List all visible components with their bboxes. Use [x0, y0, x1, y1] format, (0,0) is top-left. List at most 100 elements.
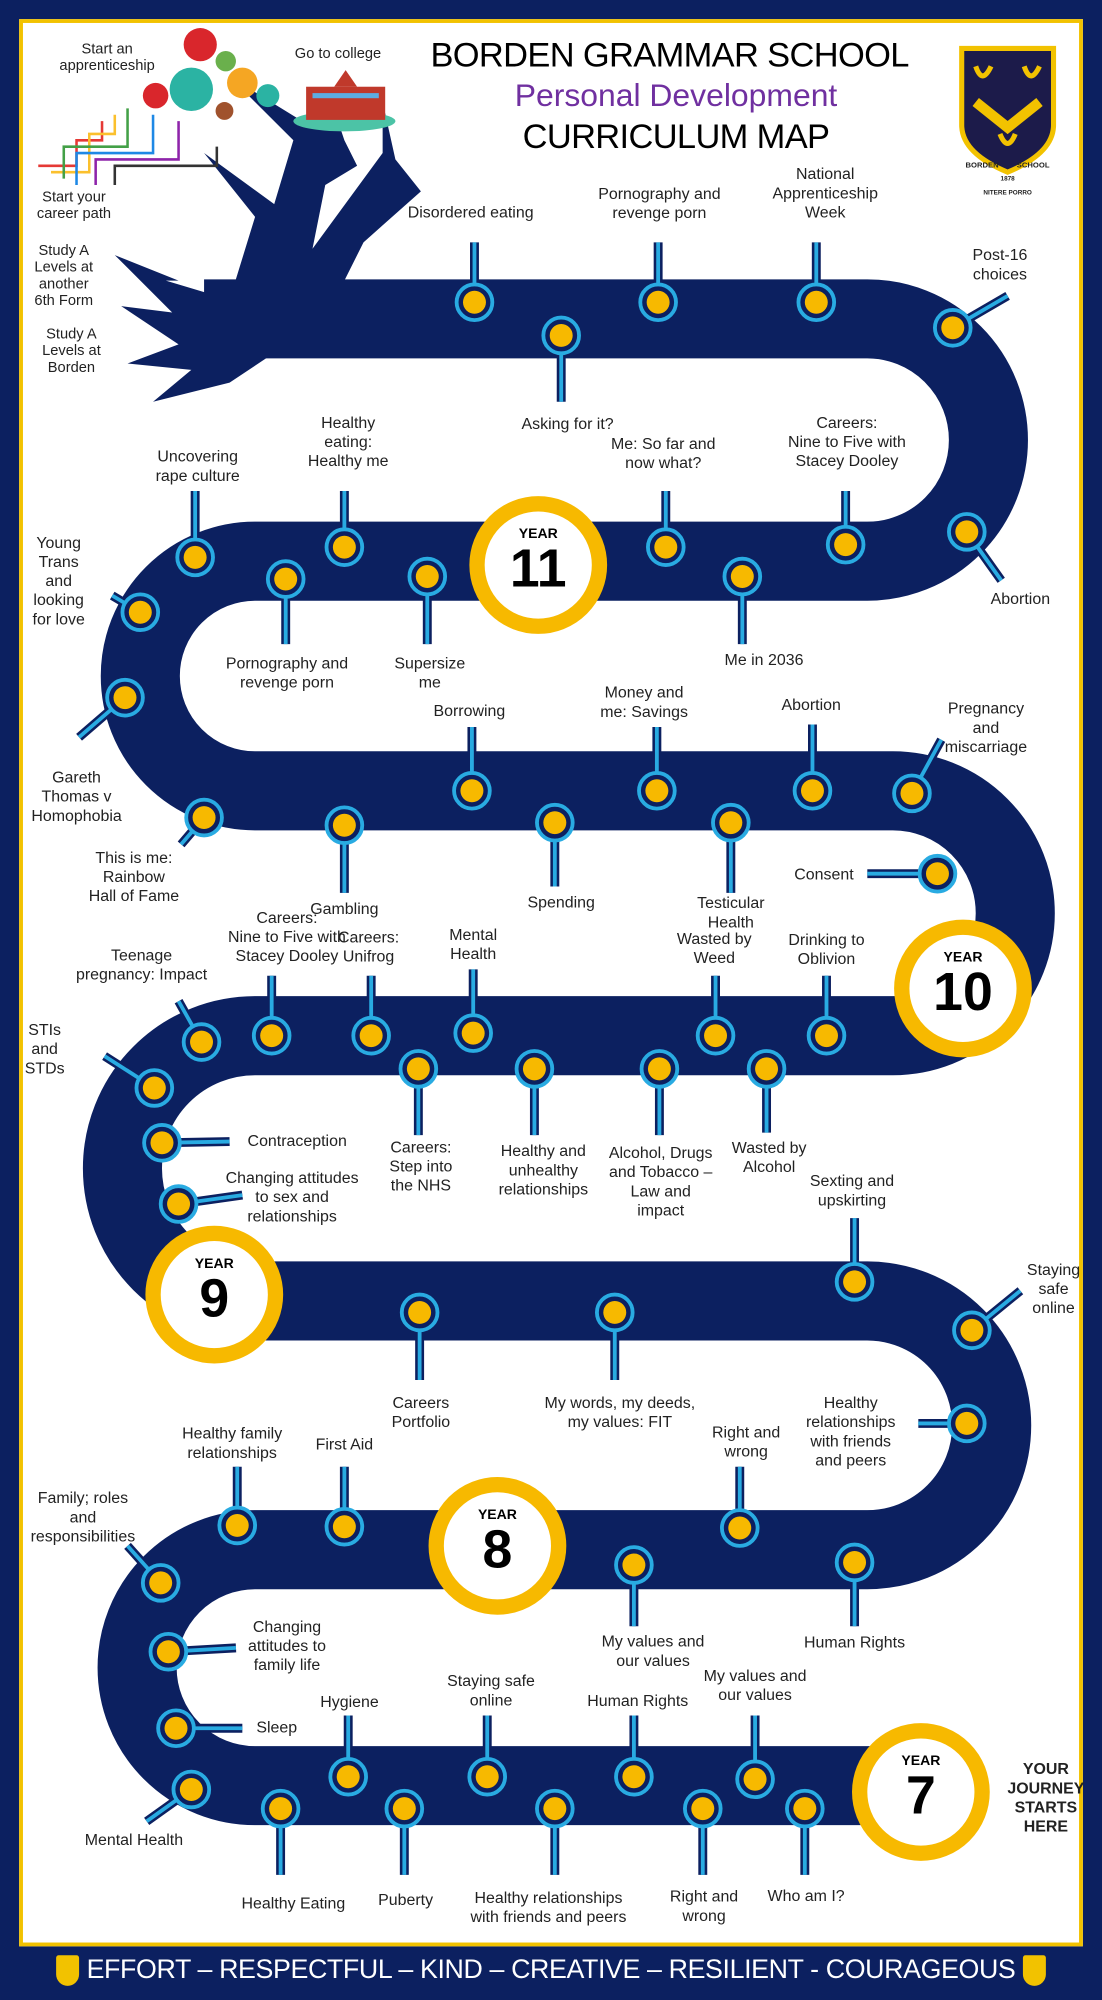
crest-scroll-left: BORDEN: [965, 162, 999, 171]
pin-dot: [793, 1797, 817, 1821]
topic-pin[interactable]: [328, 1715, 368, 1797]
pin-dot: [654, 535, 678, 559]
topic-pin[interactable]: [324, 805, 365, 893]
pin-dot: [647, 1057, 671, 1081]
topic-label: Abortion: [781, 695, 841, 714]
topic-pin[interactable]: [158, 1184, 243, 1224]
topic-pin[interactable]: [947, 512, 1005, 583]
pin-dot: [150, 1131, 174, 1155]
topic-pin[interactable]: [142, 1123, 230, 1163]
topic-pin[interactable]: [735, 1715, 775, 1800]
topic-pin[interactable]: [399, 1292, 440, 1381]
topic-pin[interactable]: [177, 797, 224, 848]
topic-pin[interactable]: [454, 242, 495, 323]
topic-pin[interactable]: [711, 802, 751, 893]
topic-pin[interactable]: [785, 1788, 825, 1875]
pathway-apprenticeship: Start an apprenticeship: [59, 42, 155, 74]
topic-label: Healthy and unhealthy relationships: [498, 1142, 589, 1199]
career-tree: [114, 76, 421, 402]
pin-dot: [332, 1515, 356, 1539]
topic-pin[interactable]: [683, 1788, 723, 1875]
topic-pin[interactable]: [695, 975, 736, 1056]
topic-pin[interactable]: [148, 1631, 237, 1672]
pin-dot: [274, 567, 298, 591]
topic-pin[interactable]: [792, 724, 833, 811]
crest-year: 1878: [1000, 175, 1015, 184]
topic-pin[interactable]: [796, 242, 837, 323]
topic-pin[interactable]: [144, 1769, 212, 1825]
topic-pin[interactable]: [251, 975, 292, 1056]
topic-pin[interactable]: [514, 1049, 555, 1136]
topic-label: Careers: Unifrog: [338, 928, 400, 966]
topic-label: Asking for it?: [521, 415, 614, 434]
topic-pin[interactable]: [932, 292, 1010, 348]
topic-pin[interactable]: [918, 1403, 987, 1444]
topic-pin[interactable]: [265, 559, 306, 645]
topic-pin[interactable]: [452, 727, 492, 811]
topic-label: Gareth Thomas v Homophobia: [31, 768, 122, 825]
topic-pin[interactable]: [174, 999, 222, 1062]
topic-pin[interactable]: [175, 491, 215, 578]
topic-pin[interactable]: [156, 1708, 243, 1749]
topic-pin[interactable]: [260, 1788, 301, 1875]
crest-icon: [1023, 1955, 1047, 1987]
pin-dot: [755, 1057, 779, 1081]
topic-pin[interactable]: [722, 556, 763, 645]
topic-pin[interactable]: [324, 1466, 365, 1547]
pin-dot: [332, 813, 356, 837]
topic-label: Testicular Health: [697, 894, 765, 932]
pathway-alevels-borden: Study A Levels at Borden: [42, 327, 101, 376]
topic-pin[interactable]: [806, 975, 847, 1056]
topic-pin[interactable]: [638, 242, 678, 323]
topic-pin[interactable]: [535, 1788, 575, 1875]
topic-pin[interactable]: [892, 737, 946, 814]
topic-pin[interactable]: [834, 1542, 875, 1627]
pin-dot: [462, 290, 486, 314]
topic-pin[interactable]: [407, 556, 448, 645]
topic-pin[interactable]: [109, 591, 161, 632]
topic-pin[interactable]: [76, 677, 145, 741]
pin-dot: [183, 545, 207, 569]
pin-dot: [164, 1716, 188, 1740]
topic-pin[interactable]: [324, 491, 365, 567]
page-title: CURRICULUM MAP: [522, 117, 830, 156]
topic-pin[interactable]: [614, 1715, 654, 1797]
crest-motto: NITERE PORRO: [983, 189, 1032, 198]
pin-dot: [955, 1411, 979, 1435]
pin-dot: [336, 1765, 360, 1789]
topic-pin[interactable]: [351, 975, 391, 1056]
pin-dot: [645, 779, 669, 803]
topic-pin[interactable]: [102, 1052, 175, 1108]
people-gears-icon: [142, 28, 280, 120]
pin-dot: [392, 1797, 416, 1821]
topic-label: Mental Health: [84, 1830, 184, 1849]
pin-dot: [843, 1550, 867, 1574]
topic-pin[interactable]: [834, 1218, 875, 1302]
topic-label: First Aid: [315, 1435, 374, 1454]
topic-pin[interactable]: [719, 1466, 760, 1548]
topic-pin[interactable]: [646, 491, 686, 567]
topic-pin[interactable]: [453, 969, 493, 1053]
topic-pin[interactable]: [614, 1545, 654, 1627]
crest-scroll-right: SCHOOL: [1016, 162, 1050, 171]
topic-pin[interactable]: [535, 802, 575, 887]
topic-pin[interactable]: [637, 727, 677, 811]
pin-dot: [900, 781, 924, 805]
topic-pin[interactable]: [384, 1788, 425, 1875]
topic-pin[interactable]: [124, 1542, 181, 1603]
topic-pin[interactable]: [467, 1715, 507, 1797]
topic-label: Who am I?: [767, 1887, 845, 1905]
topic-pin[interactable]: [541, 315, 581, 402]
topic-pin[interactable]: [825, 491, 866, 565]
pathway-career: Start your career path: [36, 190, 112, 222]
topic-label: Healthy eating: Healthy me: [307, 413, 389, 471]
topic-pin[interactable]: [595, 1292, 635, 1381]
topic-pin[interactable]: [639, 1049, 680, 1136]
topic-pin[interactable]: [952, 1287, 1024, 1351]
topic-pin[interactable]: [217, 1466, 258, 1546]
topic-pin[interactable]: [867, 853, 958, 894]
topic-pin[interactable]: [746, 1049, 787, 1133]
topic-pin[interactable]: [398, 1049, 439, 1136]
